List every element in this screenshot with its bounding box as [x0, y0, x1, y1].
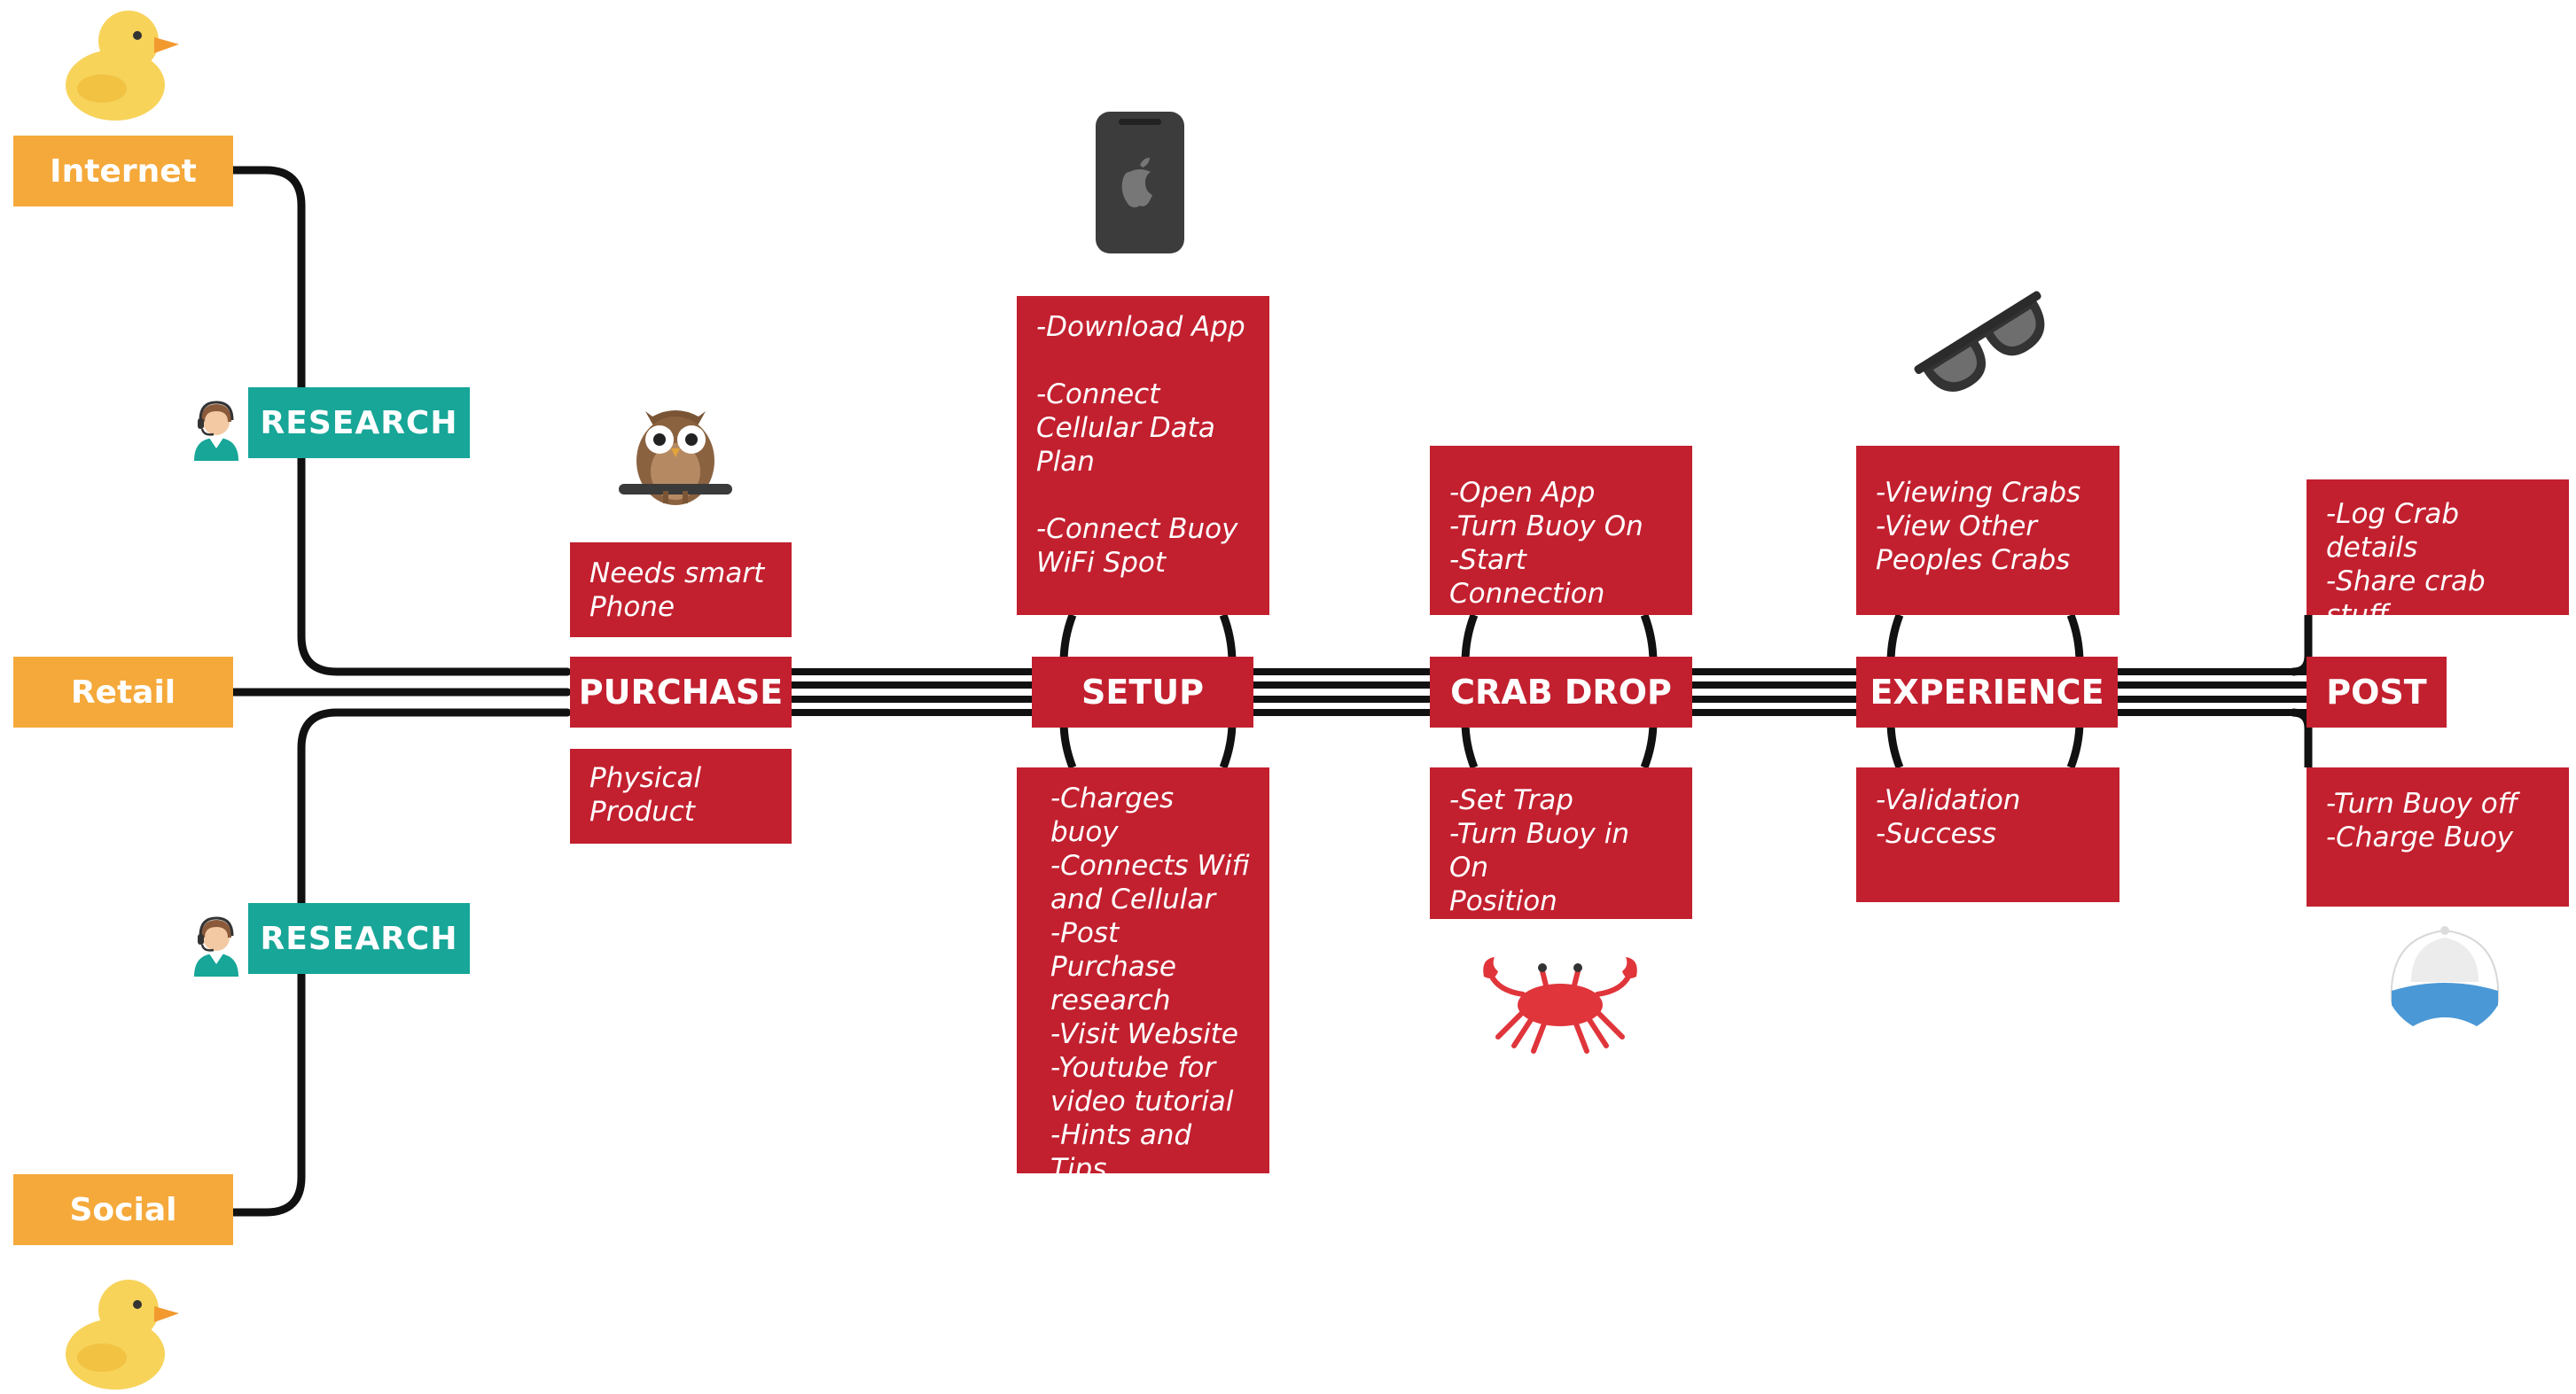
- note-post-below: -Turn Buoy off -Charge Buoy: [2307, 767, 2569, 907]
- smartphone-icon: [1096, 112, 1184, 253]
- source-internet: Internet: [13, 136, 233, 206]
- support-agent-icon: [194, 401, 238, 461]
- owl-icon: [619, 410, 732, 505]
- rubber-duck-icon: [66, 11, 179, 121]
- stage-purchase: PURCHASE: [570, 657, 792, 728]
- stage-experience: EXPERIENCE: [1856, 657, 2118, 728]
- note-purchase-above: Needs smart Phone: [570, 542, 792, 637]
- note-purchase-below: Physical Product: [570, 749, 792, 844]
- stage-setup: SETUP: [1032, 657, 1253, 728]
- rubber-duck-icon: [66, 1280, 179, 1390]
- sunglasses-icon: [1914, 291, 2045, 392]
- cap-icon: [2390, 926, 2500, 1026]
- source-social: Social: [13, 1174, 233, 1245]
- note-setup-below: -Charges buoy -Connects Wifi and Cellula…: [1017, 767, 1269, 1252]
- stage-crab-drop: CRAB DROP: [1430, 657, 1692, 728]
- stage-post: POST: [2307, 657, 2447, 728]
- note-experience-above: -Viewing Crabs -View Other Peoples Crabs: [1856, 446, 2119, 615]
- note-crab-drop-above: -Open App -Turn Buoy On -Start Connectio…: [1430, 446, 1692, 615]
- research-bottom: RESEARCH: [248, 903, 470, 974]
- note-post-above: -Log Crab details -Share crab stuff: [2307, 479, 2569, 631]
- support-agent-icon: [194, 916, 238, 977]
- crab-icon: [1483, 957, 1637, 1054]
- note-setup-above: -Download App -Connect Cellular Data Pla…: [1017, 296, 1269, 615]
- note-crab-drop-below: -Set Trap -Turn Buoy in On Position: [1430, 767, 1692, 919]
- note-experience-below: -Validation -Success: [1856, 767, 2119, 902]
- research-top: RESEARCH: [248, 387, 470, 458]
- source-retail: Retail: [13, 657, 233, 728]
